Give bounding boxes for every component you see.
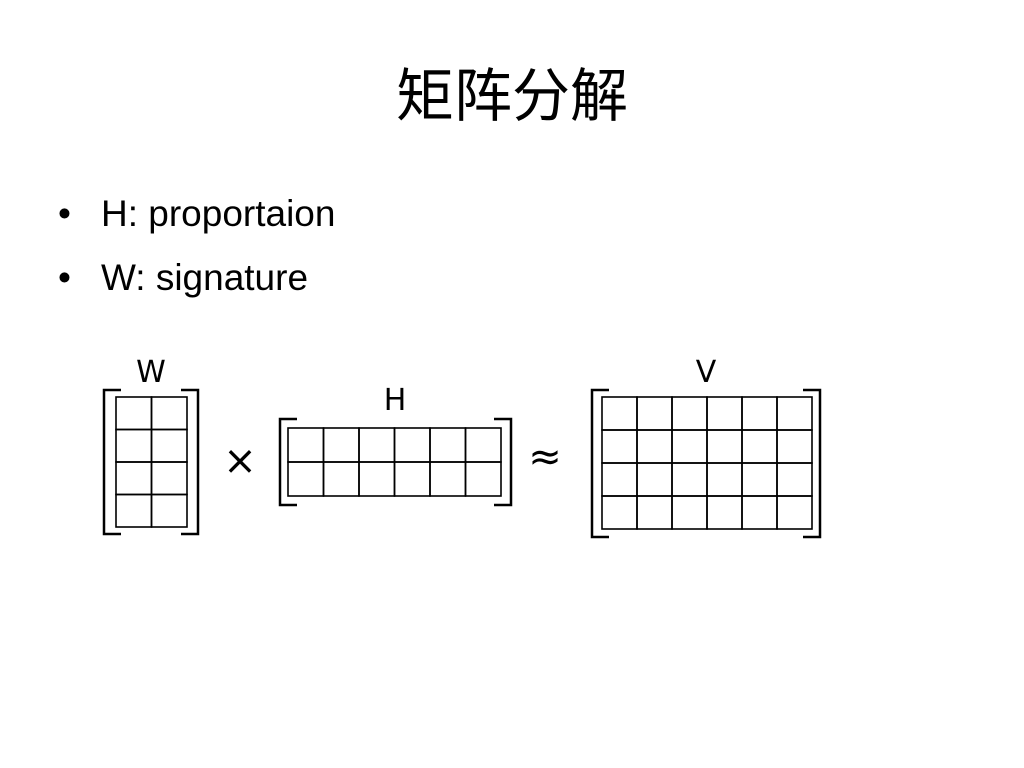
bullet-text-w: W: signature xyxy=(101,257,309,298)
matrix-w-cell xyxy=(115,428,153,463)
bullet-marker: • xyxy=(58,257,71,298)
bullet-list: • H: proportaion • W: signature xyxy=(58,190,335,318)
matrix-w-right-bracket xyxy=(181,388,200,536)
matrix-h-left-bracket xyxy=(278,417,297,507)
matrix-v-cell xyxy=(706,495,743,530)
matrix-v-cell xyxy=(636,462,673,497)
matrix-h-cell xyxy=(287,427,325,463)
matrix-h-cell xyxy=(358,427,396,463)
matrix-h: H xyxy=(278,383,513,507)
matrix-w-cell xyxy=(150,493,188,528)
matrix-h-cell xyxy=(464,427,502,463)
bullet-marker: • xyxy=(58,193,71,234)
matrix-v-cell xyxy=(601,462,638,497)
matrix-w: W xyxy=(102,355,200,536)
matrix-v-cell xyxy=(636,495,673,530)
matrix-v-grid xyxy=(601,396,813,530)
matrix-w-grid xyxy=(115,396,188,528)
matrix-v-cell xyxy=(741,396,778,431)
matrix-v-cell xyxy=(706,462,743,497)
matrix-h-cell xyxy=(358,461,396,497)
matrix-w-label: W xyxy=(136,355,166,390)
matrix-h-label: H xyxy=(384,383,407,418)
matrix-h-cell xyxy=(429,427,467,463)
approx-operator: ≈ xyxy=(528,434,562,480)
matrix-w-cell xyxy=(150,428,188,463)
matrix-v-cell xyxy=(671,396,708,431)
matrix-h-cell xyxy=(322,427,360,463)
matrix-v-cell xyxy=(636,429,673,464)
matrix-v-cell xyxy=(776,462,813,497)
bullet-text-h: H: proportaion xyxy=(101,193,336,234)
matrix-v-cell xyxy=(671,495,708,530)
matrix-v-cell xyxy=(741,495,778,530)
matrix-h-cell xyxy=(393,461,431,497)
matrix-v-cell xyxy=(706,396,743,431)
matrix-v-cell xyxy=(601,429,638,464)
matrix-h-grid xyxy=(287,427,502,497)
matrix-h-cell xyxy=(287,461,325,497)
matrix-v-cell xyxy=(776,429,813,464)
matrix-v-cell xyxy=(671,429,708,464)
matrix-h-cell xyxy=(464,461,502,497)
slide-title: 矩阵分解 xyxy=(395,62,628,130)
matrix-v-label: V xyxy=(696,355,717,390)
multiply-operator: × xyxy=(223,438,257,484)
matrix-v-cell xyxy=(671,462,708,497)
matrix-h-cell xyxy=(393,427,431,463)
matrix-v: V xyxy=(590,355,822,539)
matrix-v-cell xyxy=(601,495,638,530)
matrix-v-cell xyxy=(741,462,778,497)
matrix-w-cell xyxy=(115,396,153,431)
bullet-item-w: • W: signature xyxy=(58,254,335,318)
matrix-v-cell xyxy=(601,396,638,431)
matrix-v-cell xyxy=(741,429,778,464)
matrix-v-cell xyxy=(636,396,673,431)
matrix-w-cell xyxy=(115,493,153,528)
matrix-w-cell xyxy=(150,461,188,496)
matrix-v-left-bracket xyxy=(590,388,609,539)
matrix-v-cell xyxy=(706,429,743,464)
matrix-v-right-bracket xyxy=(803,388,822,539)
matrix-v-cell xyxy=(776,495,813,530)
matrix-h-cell xyxy=(429,461,467,497)
matrix-h-right-bracket xyxy=(494,417,513,507)
matrix-w-cell xyxy=(115,461,153,496)
matrix-w-left-bracket xyxy=(102,388,121,536)
bullet-item-h: • H: proportaion xyxy=(58,190,335,254)
matrix-w-cell xyxy=(150,396,188,431)
matrix-v-cell xyxy=(776,396,813,431)
matrix-h-cell xyxy=(322,461,360,497)
